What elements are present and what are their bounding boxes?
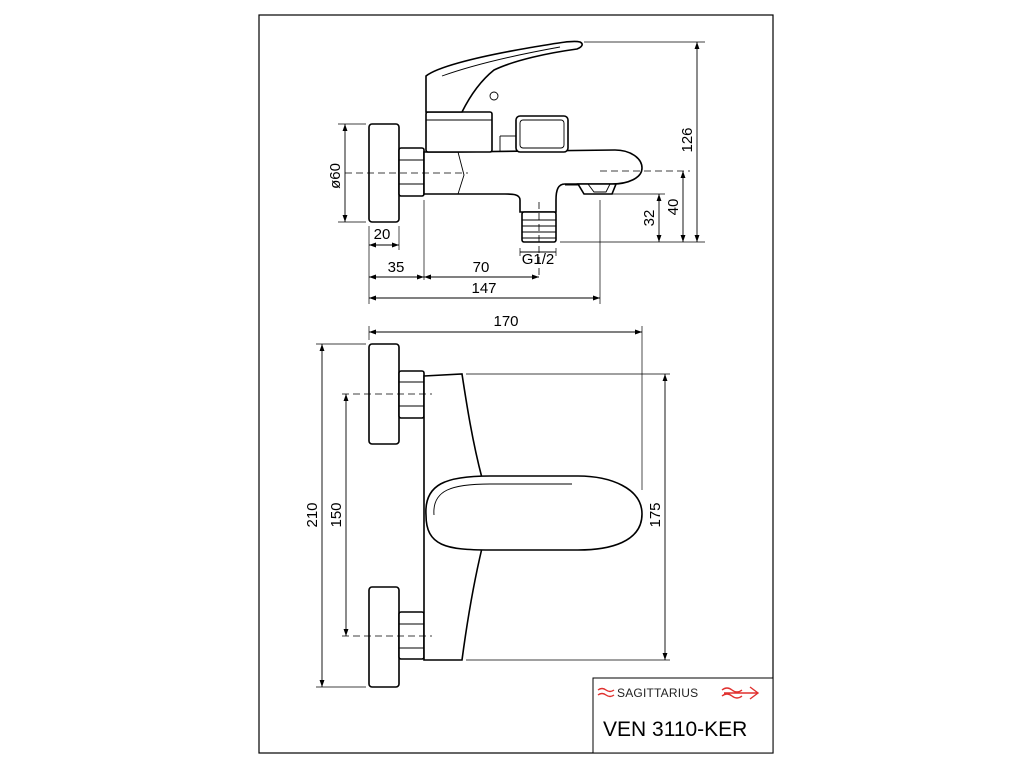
model-code: VEN 3110-KER bbox=[603, 718, 747, 741]
dim-d175: 175 bbox=[647, 502, 664, 527]
dim-d32: 32 bbox=[641, 210, 658, 227]
front-bottom-nut bbox=[398, 611, 425, 660]
dim-d70: 70 bbox=[473, 259, 490, 276]
front-top-rosette bbox=[368, 343, 400, 445]
dim-d35: 35 bbox=[388, 259, 405, 276]
side-view: ø60 20 35 70 147 G1/2 126 40 32 bbox=[327, 40, 705, 304]
title-block: SAGITTARIUS VEN 3110-KER bbox=[592, 677, 774, 754]
drawing-frame bbox=[258, 14, 774, 754]
brand-logo: SAGITTARIUS bbox=[597, 686, 760, 700]
title-block-frame bbox=[592, 677, 774, 754]
logo-waves-left-icon bbox=[597, 687, 615, 698]
side-diverter-knob bbox=[515, 115, 569, 153]
dim-d60: ø60 bbox=[327, 163, 344, 189]
dim-dg12: G1/2 bbox=[522, 251, 555, 268]
dim-d20: 20 bbox=[374, 226, 391, 243]
dim-d40: 40 bbox=[665, 199, 682, 216]
side-aerator bbox=[576, 183, 618, 195]
front-top-nut bbox=[398, 370, 425, 419]
front-lever bbox=[425, 475, 643, 551]
dim-d150: 150 bbox=[328, 502, 345, 527]
side-cartridge bbox=[425, 111, 493, 153]
brand-name: SAGITTARIUS bbox=[617, 686, 698, 700]
side-lever bbox=[425, 40, 583, 113]
front-view: 170 210 150 175 bbox=[304, 313, 670, 688]
side-body bbox=[423, 149, 643, 213]
dim-d147: 147 bbox=[471, 280, 496, 297]
dim-d210: 210 bbox=[304, 502, 321, 527]
dim-d126: 126 bbox=[679, 127, 696, 152]
logo-arrow-icon bbox=[721, 686, 760, 700]
front-bottom-rosette bbox=[368, 586, 400, 688]
side-hex-nut bbox=[398, 147, 425, 197]
dim-d170: 170 bbox=[493, 313, 518, 330]
